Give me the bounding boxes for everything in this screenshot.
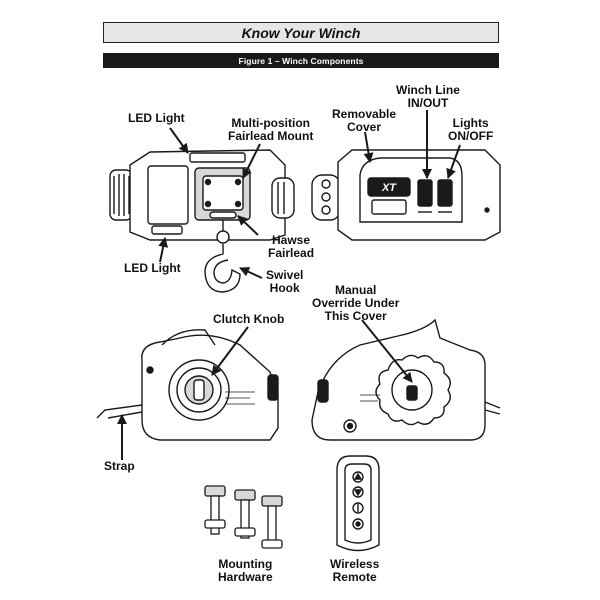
label-hawse-fairlead: Hawse Fairlead — [268, 234, 314, 260]
label-swivel-line1: Swivel — [266, 268, 304, 282]
label-lights-line2: ON/OFF — [448, 129, 494, 143]
label-removable-cover-line1: Removable — [332, 107, 397, 121]
svg-text:XT: XT — [381, 182, 397, 194]
winch-rear-drawing: XT — [311, 149, 501, 241]
remote-control-icon — [336, 455, 380, 552]
label-swivel-hook: Swivel Hook — [266, 269, 303, 295]
arrows — [117, 110, 461, 460]
label-mounting-line1: Mounting — [218, 557, 273, 571]
bolt-icon — [261, 495, 283, 549]
label-clutch-knob: Clutch Knob — [213, 312, 285, 326]
label-winch-line-line2: IN/OUT — [407, 96, 449, 110]
label-remote-line1: Wireless — [330, 557, 380, 571]
label-manual-override: Manual Override Under This Cover — [312, 284, 399, 323]
label-led-light-top: LED Light — [128, 111, 185, 125]
bolt-icon — [204, 485, 226, 535]
label-hawse-line2: Fairlead — [268, 246, 315, 260]
label-removable-cover: Removable Cover — [332, 108, 396, 134]
label-winch-line-line1: Winch Line — [396, 83, 460, 97]
label-override-line1: Manual — [335, 283, 377, 297]
label-lights: Lights ON/OFF — [448, 117, 493, 143]
arrow-icon — [158, 237, 169, 263]
label-wireless-remote: Wireless Remote — [330, 558, 379, 584]
arrow-icon — [237, 215, 259, 236]
label-fairlead-mount-line2: Fairlead Mount — [228, 129, 314, 143]
label-strap: Strap — [104, 459, 135, 473]
label-remote-line2: Remote — [332, 570, 377, 584]
arrow-icon — [446, 144, 461, 179]
arrow-icon — [169, 127, 189, 154]
mounting-hardware-drawing — [204, 485, 283, 549]
label-fairlead-mount: Multi-position Fairlead Mount — [228, 117, 313, 143]
winch-left-drawing — [96, 329, 279, 441]
label-override-line2: Override Under — [312, 296, 400, 310]
bolt-icon — [234, 489, 256, 539]
label-mounting-line2: Hardware — [218, 570, 273, 584]
label-fairlead-mount-line1: Multi-position — [231, 116, 310, 130]
label-removable-cover-line2: Cover — [347, 120, 382, 134]
arrow-icon — [361, 319, 413, 383]
label-mounting-hardware: Mounting Hardware — [218, 558, 273, 584]
winch-right-drawing — [311, 318, 501, 441]
arrow-icon — [239, 267, 263, 279]
page-title: Know Your Winch — [103, 22, 499, 43]
label-hawse-line1: Hawse — [272, 233, 311, 247]
arrow-icon — [363, 131, 374, 163]
label-override-line3: This Cover — [324, 309, 387, 323]
label-led-light-bottom: LED Light — [124, 261, 181, 275]
arrow-icon — [211, 326, 249, 376]
label-lights-line1: Lights — [452, 116, 489, 130]
figure-caption: Figure 1 – Winch Components — [103, 53, 499, 68]
label-swivel-line2: Hook — [269, 281, 300, 295]
label-winch-line: Winch Line IN/OUT — [396, 84, 460, 110]
arrow-icon — [242, 143, 261, 179]
